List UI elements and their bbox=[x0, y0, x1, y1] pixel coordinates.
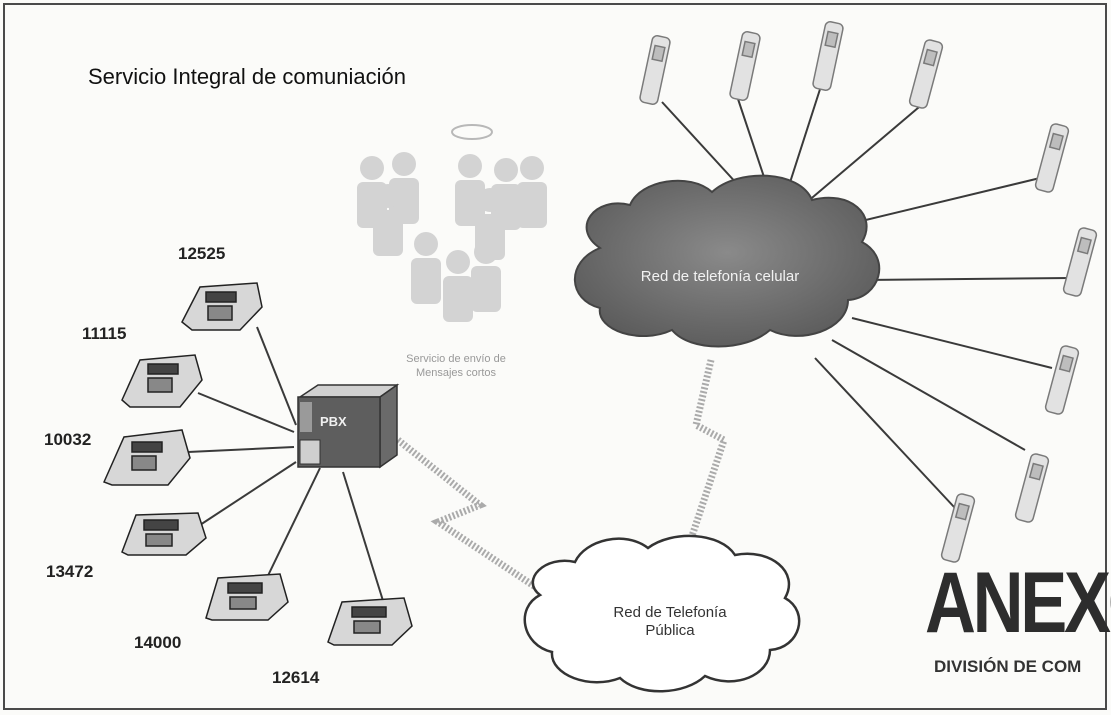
pbx-label: PBX bbox=[320, 414, 347, 429]
desk-phone-10032 bbox=[102, 429, 191, 486]
extension-label-10032: 10032 bbox=[44, 430, 92, 449]
cell-phones bbox=[639, 21, 1098, 563]
link-phone-4 bbox=[799, 101, 926, 209]
diagram-frame bbox=[3, 3, 1107, 710]
desk-phone-14000 bbox=[205, 573, 289, 621]
speech-bubble-icon bbox=[451, 124, 493, 140]
desk-phone-12614 bbox=[327, 597, 413, 646]
link-ext-12614 bbox=[342, 471, 385, 605]
public-network-cloud bbox=[523, 534, 801, 693]
link-ext-11115 bbox=[197, 392, 295, 433]
link-ext-14000 bbox=[261, 467, 321, 589]
extension-label-13472: 13472 bbox=[46, 562, 94, 581]
link-ext-13472 bbox=[199, 461, 297, 526]
desk-phone-11115 bbox=[121, 354, 203, 408]
cellular-network-cloud bbox=[573, 174, 881, 348]
link-phone-7 bbox=[851, 317, 1053, 369]
public-cloud-label: Red de Telefonía Pública bbox=[570, 604, 770, 640]
link-ext-10032 bbox=[187, 446, 295, 453]
sms-service-label: Servicio de envío de Mensajes cortos bbox=[376, 352, 536, 380]
pbx-links bbox=[187, 326, 385, 605]
cellular-cloud-label: Red de telefonía celular bbox=[640, 268, 800, 285]
link-phone-6 bbox=[861, 277, 1071, 281]
desk-phone-13472 bbox=[121, 512, 207, 556]
cell-phone-icon bbox=[812, 21, 844, 91]
lightning-cellular-public bbox=[680, 359, 729, 562]
cell-phone-icon bbox=[908, 39, 944, 109]
desk-phones bbox=[102, 282, 413, 646]
cell-phone-icon bbox=[1044, 345, 1080, 415]
link-phone-9 bbox=[814, 357, 956, 509]
cellular-links bbox=[661, 82, 1071, 509]
person-icon bbox=[471, 240, 501, 312]
cell-phone-icon bbox=[940, 493, 976, 563]
sms-users-group bbox=[357, 124, 547, 322]
extension-label-11115: 11115 bbox=[82, 324, 127, 343]
cell-phone-icon bbox=[1034, 123, 1070, 193]
link-phone-5 bbox=[844, 177, 1041, 226]
person-icon bbox=[443, 250, 473, 322]
extension-label-12614: 12614 bbox=[272, 668, 320, 687]
person-icon bbox=[373, 184, 403, 256]
extension-label-14000: 14000 bbox=[134, 633, 182, 652]
person-icon bbox=[455, 154, 485, 226]
pbx-unit bbox=[297, 383, 400, 469]
extension-label-12525: 12525 bbox=[178, 244, 226, 263]
link-ext-12525 bbox=[256, 326, 297, 426]
desk-phone-12525 bbox=[181, 282, 263, 331]
sms-service-line-2: Mensajes cortos bbox=[415, 367, 497, 379]
cell-phone-icon bbox=[1014, 453, 1050, 523]
public-cloud-line-1: Red de Telefonía bbox=[613, 604, 727, 621]
lightning-pbx-public bbox=[395, 437, 542, 593]
sms-service-line-1: Servicio de envío de bbox=[406, 353, 506, 365]
cell-phone-icon bbox=[1062, 227, 1098, 297]
person-icon bbox=[411, 232, 441, 304]
public-cloud-line-2: Pública bbox=[645, 622, 695, 639]
anexo-stamp-subtitle: DIVISIÓN DE COM bbox=[934, 657, 1082, 676]
person-icon bbox=[517, 156, 547, 228]
diagram-title: Servicio Integral de comuniación bbox=[88, 64, 406, 89]
cell-phone-icon bbox=[639, 35, 671, 105]
anexo-stamp: ANEXO bbox=[925, 555, 1111, 651]
cell-phone-icon bbox=[729, 31, 761, 101]
link-phone-3 bbox=[784, 82, 823, 199]
link-phone-8 bbox=[831, 339, 1026, 451]
